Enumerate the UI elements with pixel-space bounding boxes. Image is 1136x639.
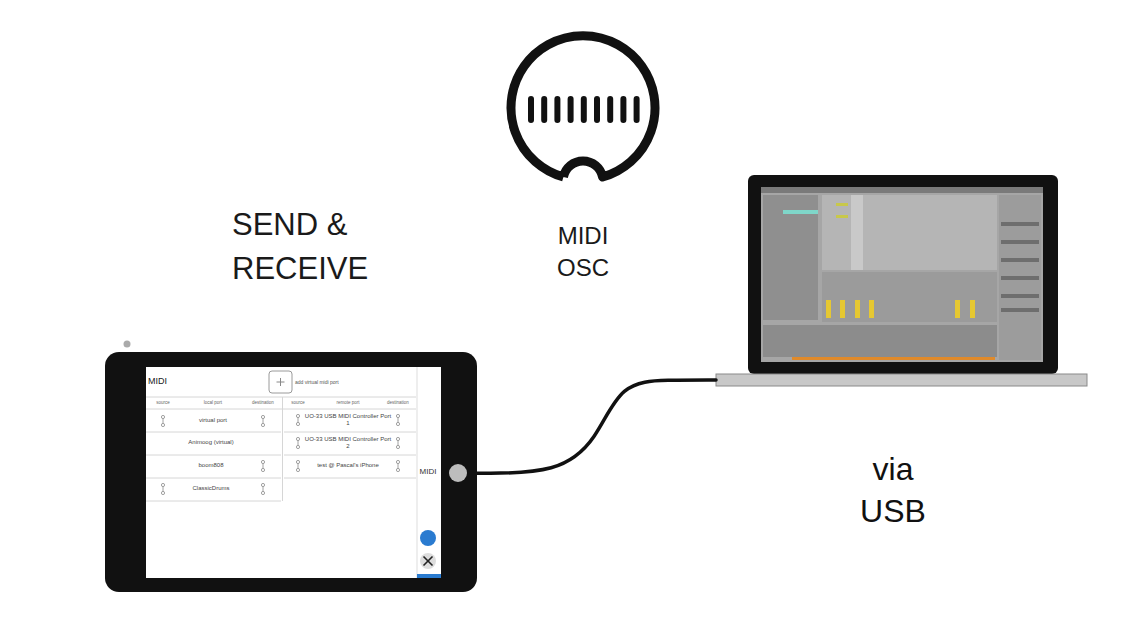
laptop-screen-bezel <box>748 175 1058 374</box>
daw-clip <box>836 215 848 218</box>
connector-pin <box>554 96 560 123</box>
table-line <box>146 455 281 456</box>
port-icon <box>261 415 264 426</box>
connect-button <box>420 530 436 546</box>
node-text: via USB <box>848 448 938 532</box>
daw-session-view <box>822 195 997 270</box>
daw-info-row <box>1001 294 1039 298</box>
node-text: remote port <box>328 400 368 405</box>
daw-info-row <box>1001 276 1039 280</box>
table-line <box>146 432 281 433</box>
tools-icon <box>424 557 433 566</box>
usb-cable <box>477 380 716 473</box>
daw-fader <box>970 300 975 318</box>
caption-label: SEND & RECEIVE <box>232 203 372 291</box>
port-icon <box>261 460 264 471</box>
connector-pin <box>634 96 640 123</box>
daw-fader <box>840 300 845 318</box>
daw-browser <box>763 195 818 320</box>
port-icon <box>161 415 164 426</box>
tools-icon <box>424 557 433 566</box>
table-line <box>146 478 281 479</box>
node-text: Animoog (virtual) <box>181 439 241 446</box>
daw-detail-view <box>763 325 997 357</box>
connector-pin <box>568 96 574 123</box>
port-icon <box>296 460 299 471</box>
connector-pin <box>607 96 613 123</box>
connector-pin <box>541 96 547 123</box>
node-text: virtual port <box>183 417 243 424</box>
daw-title-bar <box>761 187 1043 193</box>
table-line <box>284 455 416 456</box>
table-line <box>146 501 281 502</box>
daw-mixer <box>822 272 997 322</box>
daw-fader <box>869 300 874 318</box>
node-text: destination <box>243 400 283 405</box>
node-text: source <box>148 400 178 405</box>
connector-pin <box>620 96 626 123</box>
node-text: local port <box>193 400 233 405</box>
home-button <box>449 464 467 482</box>
port-icon <box>296 414 299 425</box>
connector-pins <box>528 96 640 123</box>
laptop: via USB <box>716 175 1087 386</box>
daw-track <box>851 195 863 270</box>
table-line <box>146 409 416 410</box>
daw-status-bar <box>792 357 995 360</box>
node-text: MIDI <box>416 467 440 477</box>
port-icon <box>261 483 264 494</box>
tablet: MIDI add virtual midi port source local por… <box>105 352 477 592</box>
tablet-body <box>105 352 477 592</box>
daw-selection <box>783 210 818 214</box>
node-text: add virtual midi port <box>295 379 365 385</box>
table-lines <box>146 397 416 501</box>
caption-label: MIDI OSC <box>543 220 623 284</box>
port-icon <box>296 437 299 448</box>
node-text: UO-33 USB MIDI Controller Port 2 <box>303 436 393 450</box>
table-line <box>146 397 416 398</box>
side-panel-strip <box>417 574 441 578</box>
port-icon <box>396 460 399 471</box>
node-text: UO-33 USB MIDI Controller Port 1 <box>303 413 393 427</box>
daw-screenshot <box>761 187 1043 362</box>
daw-fader <box>855 300 860 318</box>
node-text: test @ Pascal's iPhone <box>303 462 393 469</box>
node-text: MIDI <box>148 376 178 387</box>
connector-pin <box>581 96 587 123</box>
side-panel-divider <box>417 367 418 578</box>
daw-info-row <box>1001 222 1039 226</box>
daw-clip <box>836 203 848 206</box>
connector-pin <box>528 96 534 123</box>
node-text: ClassicDrums <box>181 485 241 492</box>
midi-connector-symbol <box>511 36 655 177</box>
port-icon <box>396 414 399 425</box>
daw-fader <box>826 300 831 318</box>
port-icons <box>161 414 399 494</box>
tablet-screen <box>146 367 441 578</box>
node-text: destination <box>378 400 418 405</box>
table-line <box>284 432 416 433</box>
port-icon <box>161 483 164 494</box>
node-text: boom808 <box>181 462 241 469</box>
node-text: source <box>283 400 313 405</box>
laptop-base <box>716 374 1087 386</box>
daw-fader <box>955 300 960 318</box>
tablet-camera <box>124 341 131 348</box>
daw-info-row <box>1001 258 1039 262</box>
daw-info-row <box>1001 240 1039 244</box>
connector-pin <box>594 96 600 123</box>
table-line <box>282 397 283 501</box>
settings-button <box>420 553 436 569</box>
daw-info-panel <box>999 195 1041 360</box>
table-line <box>284 478 416 479</box>
add-button <box>269 371 292 393</box>
plus-icon <box>277 382 285 383</box>
daw-info-row <box>1001 308 1039 312</box>
port-icon <box>396 437 399 448</box>
